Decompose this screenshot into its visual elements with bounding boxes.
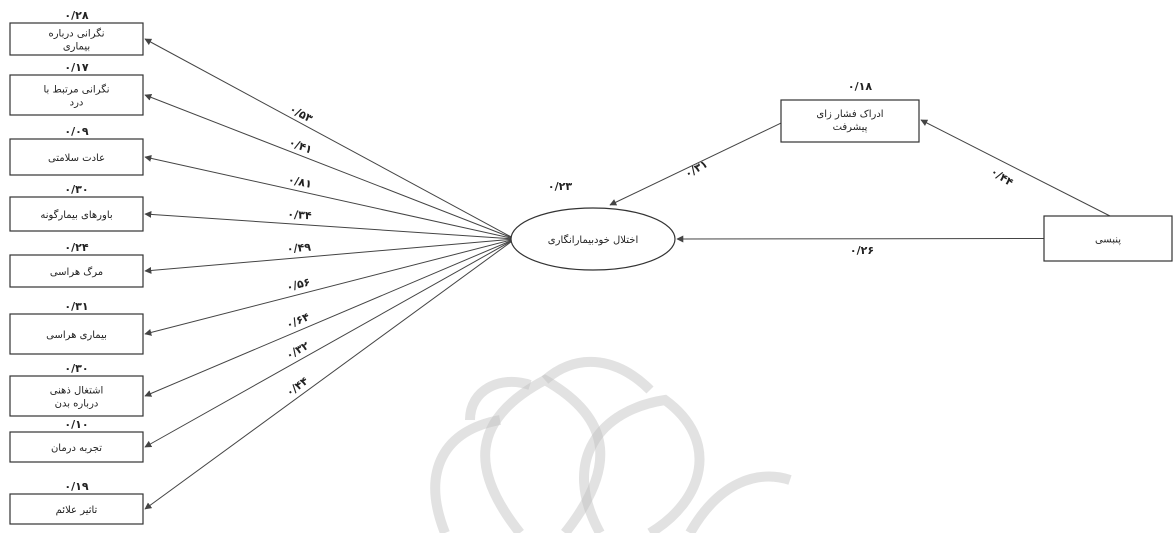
indicator-box-i4	[9, 196, 144, 232]
indicator-label-i4: باورهای بیمارگونه	[40, 209, 112, 221]
exogenous-box	[1043, 215, 1173, 262]
indicator-label-i7: اشتغال ذهنی	[50, 386, 104, 397]
indicator-label-i6: بیماری هراسی	[46, 330, 107, 341]
indicator-label-i7: درباره بدن	[55, 399, 99, 410]
loading-label-i6: ۰/۵۶	[285, 275, 312, 294]
path-label-exogenous-latent: ۰/۲۶	[850, 244, 874, 257]
edge-latent-to-i5	[144, 238, 516, 274]
indicator-label-i2: نگرانی مرتبط با	[43, 84, 109, 96]
indicator-label-i1: بیماری	[63, 42, 90, 53]
indicator-value-i2: ۰/۱۷	[64, 61, 88, 74]
mediator-box	[780, 99, 920, 143]
loading-label-i9: ۰/۴۴	[284, 374, 311, 399]
loading-label-i3: ۰/۸۱	[287, 173, 313, 191]
latent-r2-value: ۰/۲۳	[548, 180, 572, 193]
indicator-box-i6	[9, 313, 144, 355]
indicator-box-i9	[9, 493, 144, 525]
loading-label-i4: ۰/۳۴	[287, 208, 312, 223]
edge-exogenous-to-latent	[676, 235, 1045, 243]
indicator-box-i5	[9, 254, 144, 288]
loading-label-i2: ۰/۴۱	[287, 136, 314, 157]
latent-ellipse	[510, 207, 676, 271]
indicator-label-i5: مرگ هراسی	[50, 265, 103, 278]
edge-latent-to-i4	[144, 210, 516, 240]
indicator-box-i1	[9, 22, 144, 56]
edge-latent-to-i7	[144, 238, 516, 397]
indicator-value-i4: ۰/۳۰	[64, 183, 88, 196]
edge-latent-to-i8	[144, 238, 516, 448]
indicator-box-i8	[9, 431, 144, 463]
nodes-layer: نگرانی درباره بیماری نگرانی مرتبط با درد عاد…	[9, 22, 1173, 525]
indicator-value-i6: ۰/۳۱	[64, 300, 88, 313]
mediator-r2-value: ۰/۱۸	[848, 80, 872, 93]
indicator-label-i9: تاثیر علائم	[56, 505, 98, 516]
watermark-logo	[430, 356, 792, 533]
latent-label: اختلال خودبیمارانگاری	[548, 234, 638, 246]
loading-label-i1: ۰/۵۳	[287, 102, 315, 125]
indicator-box-i2	[9, 74, 144, 116]
edge-latent-to-i6	[144, 238, 516, 336]
edges-layer	[144, 38, 1111, 510]
exogenous-label: پنبسی	[1095, 235, 1121, 246]
indicator-label-i3: عادت سلامتی	[48, 153, 105, 164]
indicator-value-i9: ۰/۱۹	[64, 480, 88, 493]
edge-mediator-to-latent	[609, 122, 782, 206]
indicator-label-i8: تجربه درمان	[51, 443, 102, 454]
indicator-label-i2: درد	[70, 98, 84, 109]
edge-exogenous-to-mediator	[920, 119, 1111, 217]
path-label-exogenous-mediator: ۰/۴۴	[988, 165, 1016, 189]
loading-label-i5: ۰/۴۹	[286, 241, 311, 256]
loading-label-i7: ۰/۶۴	[284, 310, 312, 331]
indicator-value-i8: ۰/۱۰	[64, 418, 88, 431]
loading-label-i8: ۰/۳۲	[284, 339, 312, 362]
indicator-value-i1: ۰/۲۸	[64, 9, 88, 22]
edge-latent-to-i3	[144, 154, 516, 240]
indicator-value-i5: ۰/۲۴	[64, 241, 88, 254]
path-label-mediator-latent: ۰/۳۱	[683, 157, 710, 180]
edge-latent-to-i2	[144, 94, 516, 240]
indicator-value-i7: ۰/۳۰	[64, 362, 88, 375]
indicator-value-i3: ۰/۰۹	[64, 125, 88, 138]
indicator-box-i7	[9, 375, 144, 417]
mediator-label: ادراک فشار زای	[816, 109, 883, 120]
indicator-box-i3	[9, 138, 144, 176]
edge-latent-to-i1	[144, 38, 516, 240]
indicator-label-i1: نگرانی درباره	[48, 28, 104, 40]
edge-latent-to-i9	[144, 238, 516, 510]
mediator-label: پیشرفت	[833, 122, 868, 133]
